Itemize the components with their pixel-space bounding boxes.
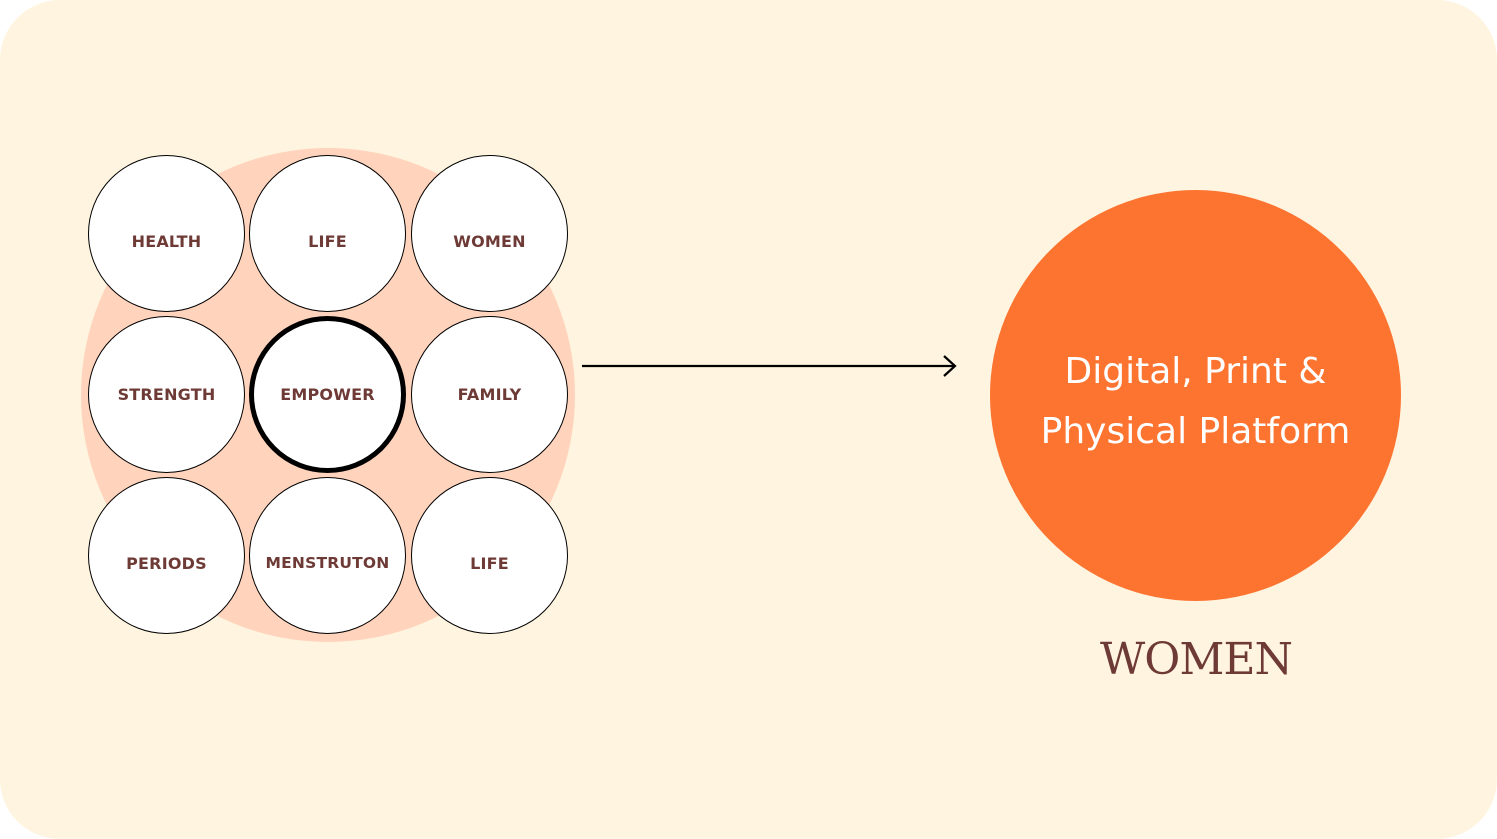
node-label: LIFE bbox=[308, 231, 347, 251]
node-label: STRENGTH bbox=[117, 384, 216, 404]
node-label: WOMEN bbox=[453, 231, 526, 251]
node-label: HEALTH bbox=[131, 231, 202, 251]
node-label: LIFE bbox=[470, 553, 509, 573]
node-strength: STRENGTH bbox=[88, 316, 245, 473]
node-women: WOMEN bbox=[411, 155, 568, 312]
platform-label: Digital, Print & Physical Platform bbox=[1040, 350, 1351, 452]
node-periods: PERIODS bbox=[88, 477, 245, 634]
node-life-2: LIFE bbox=[411, 477, 568, 634]
node-family: FAMILY bbox=[411, 316, 568, 473]
platform-circle: Digital, Print & Physical Platform bbox=[990, 190, 1401, 601]
node-label: PERIODS bbox=[126, 553, 207, 573]
node-label: FAMILY bbox=[457, 384, 522, 404]
arrow-right-icon bbox=[582, 355, 957, 377]
node-empower: EMPOWER bbox=[249, 316, 406, 473]
node-life: LIFE bbox=[249, 155, 406, 312]
node-health: HEALTH bbox=[88, 155, 245, 312]
brand-logo: WOMEN bbox=[1100, 634, 1293, 685]
node-label: EMPOWER bbox=[280, 384, 375, 404]
node-label: MENSTRUTON bbox=[265, 553, 390, 572]
node-menstruton: MENSTRUTON bbox=[249, 477, 406, 634]
